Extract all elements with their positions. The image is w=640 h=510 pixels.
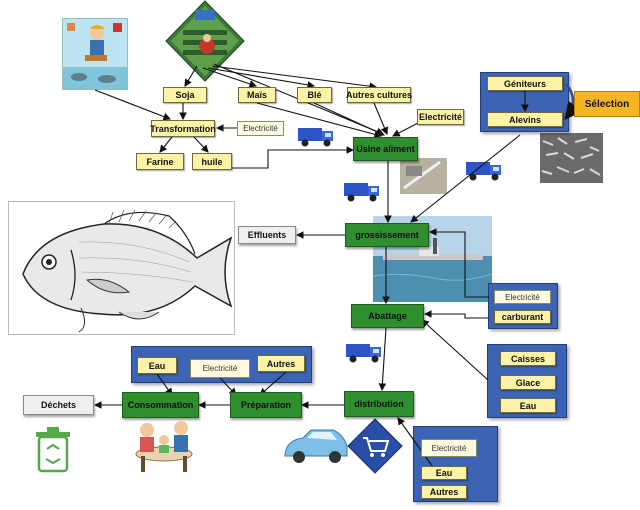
electricite-distribution-node: Electricité bbox=[421, 439, 477, 457]
autres-distribution-node: Autres bbox=[421, 485, 467, 499]
distribution-node: distribution bbox=[344, 391, 414, 417]
eau-distribution-node: Eau bbox=[421, 466, 467, 480]
abattage-node: Abattage bbox=[351, 304, 424, 328]
farmer-icon bbox=[62, 18, 128, 90]
electricite-abattage-node: Electricité bbox=[494, 290, 551, 304]
truck-icon bbox=[296, 124, 336, 148]
selection-node: Sélection bbox=[574, 91, 640, 117]
fingerlings-photo bbox=[540, 133, 603, 183]
glace-node: Glace bbox=[500, 375, 556, 390]
shopping-cart-icon bbox=[347, 418, 403, 474]
farine-node: Farine bbox=[136, 153, 184, 170]
geniteurs-node: Géniteurs bbox=[487, 76, 563, 91]
effluents-node: Effluents bbox=[238, 226, 296, 244]
electricite-usine-node: Electricité bbox=[417, 109, 464, 125]
truck-icon bbox=[344, 340, 384, 364]
ble-node: Blé bbox=[297, 87, 332, 103]
eau-preparation-node: Eau bbox=[137, 357, 177, 374]
soja-node: Soja bbox=[163, 87, 207, 103]
autres-cultures-node: Autres cultures bbox=[346, 87, 412, 103]
grossissement-node: grossissement bbox=[345, 223, 429, 247]
usine-aliment-node: Usine aliment bbox=[353, 137, 418, 161]
electricite-transformation-node: Electricité bbox=[237, 121, 284, 136]
preparation-node: Préparation bbox=[230, 392, 302, 418]
recycle-bin-icon bbox=[33, 423, 73, 473]
car-icon bbox=[281, 426, 351, 466]
mais-node: Maïs bbox=[238, 87, 276, 103]
huile-node: huile bbox=[192, 153, 232, 170]
tractor-farm-icon bbox=[165, 0, 245, 82]
transformation-node: Transformation bbox=[150, 120, 216, 137]
eau-abattage-node: Eau bbox=[500, 398, 556, 413]
family-dinner-icon bbox=[129, 416, 199, 476]
fish-feed-photo bbox=[400, 158, 447, 194]
alevins-node: Alevins bbox=[487, 112, 563, 127]
carburant-node: carburant bbox=[494, 310, 551, 324]
electricite-preparation-node: Electricité bbox=[190, 359, 250, 378]
caisses-node: Caisses bbox=[500, 351, 556, 366]
truck-icon bbox=[342, 179, 382, 203]
autres-preparation-node: Autres bbox=[257, 355, 305, 372]
consommation-node: Consommation bbox=[122, 392, 199, 418]
sea-bream-drawing bbox=[8, 201, 235, 335]
dechets-node: Déchets bbox=[23, 395, 94, 415]
